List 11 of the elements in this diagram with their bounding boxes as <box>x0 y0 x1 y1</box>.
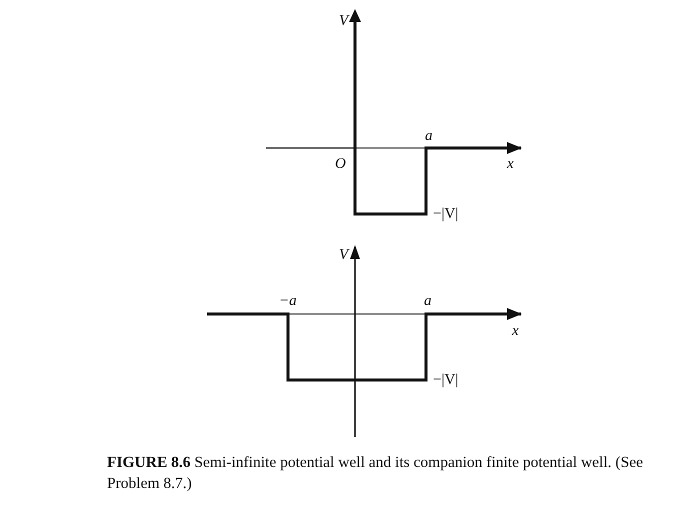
potential-label: −|V| <box>433 373 458 388</box>
origin-label: O <box>335 157 346 172</box>
tick-label: a <box>424 294 432 309</box>
axis-label: V <box>339 14 348 29</box>
tick-label: −a <box>279 294 297 309</box>
axis-label: x <box>507 157 514 172</box>
axis-label: V <box>339 248 348 263</box>
figure-caption: FIGURE 8.6 Semi-infinite potential well and its companion finite potential well. (See Problem 8.7.) <box>107 453 644 494</box>
potential-label: −|V| <box>433 207 458 222</box>
axis-label: x <box>512 324 519 339</box>
tick-label: a <box>425 129 432 144</box>
